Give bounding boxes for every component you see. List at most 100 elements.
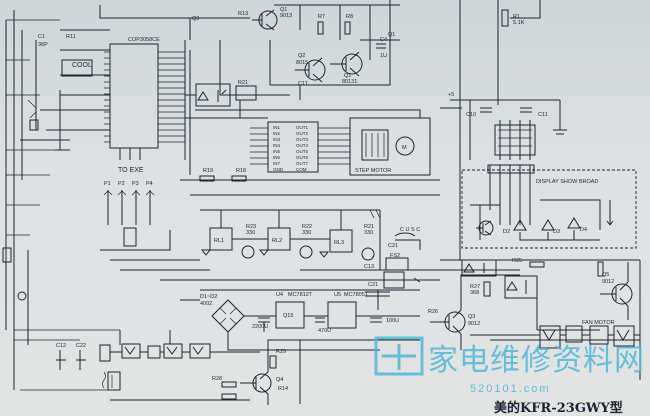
r1-label: R1 bbox=[513, 14, 520, 20]
svg-text:Q1: Q1 bbox=[388, 32, 395, 38]
svg-text:D4: D4 bbox=[580, 227, 587, 233]
r29-label: R29 bbox=[276, 349, 286, 355]
svg-text:100U: 100U bbox=[386, 318, 399, 324]
c22-label: C22 bbox=[76, 343, 86, 349]
r14-label: R14 bbox=[278, 386, 288, 392]
p4-label: P4 bbox=[146, 181, 153, 187]
r22-label: R22 bbox=[302, 224, 312, 230]
r8-label: R8 bbox=[346, 14, 353, 20]
q2-label: Q2 bbox=[298, 53, 305, 59]
q3-label: Q3 bbox=[468, 314, 475, 320]
pin-out5: OUT5 bbox=[296, 149, 308, 154]
step-motor-label: STEP MOTOR bbox=[355, 168, 391, 174]
mcu-chip: COP3058CE bbox=[104, 37, 191, 175]
r21-value: 330 bbox=[364, 230, 373, 236]
watermark-group: 家电维修资料网 520101.com bbox=[374, 336, 644, 395]
d1d2-value: 4002 bbox=[200, 301, 212, 307]
r26-label: R26 bbox=[428, 309, 438, 315]
q4-section: R29 Q4 R14 R28 bbox=[212, 339, 420, 405]
r11-label: R11 bbox=[66, 34, 76, 40]
pin-out7: OUT7 bbox=[296, 161, 308, 166]
c4-label: C4 bbox=[380, 37, 387, 43]
fs2-section: FS2 C13 C21 bbox=[360, 253, 421, 310]
fan-motor-section: Q5 9012 FAN MOTOR bbox=[470, 260, 641, 380]
r7-label: R7 bbox=[318, 14, 325, 20]
svg-text:Q15: Q15 bbox=[283, 313, 293, 319]
r1-value: 5.1K bbox=[513, 20, 525, 26]
pin-com: COM bbox=[296, 167, 307, 172]
u4-value: MC7812T bbox=[288, 292, 313, 298]
model-title: 美的KFR-23GWY型 bbox=[494, 400, 623, 416]
c4-value: 1U bbox=[380, 53, 387, 59]
q5-value: 9012 bbox=[602, 279, 614, 285]
driver-stepmotor: IN1 IN2 IN3 IN4 IN5 IN6 IN7 GND OUT1 OUT… bbox=[185, 100, 431, 176]
fan-motor-label: FAN MOTOR bbox=[582, 320, 615, 326]
watermark-url: 520101.com bbox=[470, 383, 551, 395]
transformer-section: C12 C22 bbox=[56, 330, 260, 401]
q1-top-value: 9013 bbox=[280, 13, 292, 19]
q4-label: Q4 bbox=[276, 377, 283, 383]
optocoupler-right: R25 bbox=[461, 258, 600, 331]
transistor-cluster-top: Q3 R13 Q1 9013 R7 R8 Q2 8015 C11 Q1 8013… bbox=[99, 0, 400, 100]
svg-text:D2: D2 bbox=[503, 229, 510, 235]
svg-text:+5: +5 bbox=[448, 92, 454, 98]
clock-cool-section: C1 36P COOL R11 bbox=[20, 29, 110, 151]
svg-text:D3: D3 bbox=[553, 229, 560, 235]
c12-label: C12 bbox=[56, 343, 66, 349]
c21-label: C21 bbox=[368, 282, 378, 288]
mcu-label: COP3058CE bbox=[128, 37, 160, 43]
pin-out1: OUT1 bbox=[296, 125, 308, 130]
r21-label: R21 bbox=[364, 224, 374, 230]
c1-value: 36P bbox=[38, 42, 48, 48]
svg-text:M: M bbox=[402, 145, 407, 151]
r19-label: R19 bbox=[203, 168, 213, 174]
q5-label: Q5 bbox=[602, 272, 609, 278]
c13-label: C13 bbox=[364, 264, 374, 270]
p2-label: P2 bbox=[118, 181, 125, 187]
power-supply: D1~D2 4002 Q15 U4 MC7812T U5 MC7805T 470… bbox=[180, 289, 420, 351]
d1d2-label: D1~D2 bbox=[200, 294, 217, 300]
display-board-label: DISPLAY SHOW BROAD bbox=[536, 179, 598, 185]
svg-text:2200U: 2200U bbox=[252, 324, 268, 330]
u4-label: U4 bbox=[276, 292, 283, 298]
rl1-label: RL1 bbox=[214, 238, 224, 244]
svg-text:Q3: Q3 bbox=[192, 16, 199, 22]
fs2-label: FS2 bbox=[390, 253, 400, 259]
top-optocoupler: R21 bbox=[185, 80, 270, 107]
pin-out3: OUT3 bbox=[296, 137, 308, 142]
r22-value: 330 bbox=[302, 230, 311, 236]
q2-value: 8015 bbox=[296, 60, 308, 66]
pin-in2: IN2 bbox=[273, 131, 281, 136]
q3-section: Q3 9012 R27 368 R26 bbox=[428, 259, 640, 350]
q1b-value: 80131 bbox=[342, 79, 357, 85]
q1-top-label: Q1 bbox=[280, 7, 287, 13]
r28-label: R28 bbox=[212, 376, 222, 382]
pin-out2: OUT2 bbox=[296, 131, 308, 136]
pin-in3: IN3 bbox=[273, 137, 281, 142]
pin-in7: IN7 bbox=[273, 161, 281, 166]
pin-in5: IN5 bbox=[273, 149, 281, 154]
rl2-label: RL2 bbox=[272, 238, 282, 244]
u5-value: MC7805T bbox=[344, 292, 369, 298]
cool-label: COOL bbox=[72, 62, 92, 69]
r25-label: R25 bbox=[512, 258, 522, 264]
pin-out6: OUT6 bbox=[296, 155, 308, 160]
p3-label: P3 bbox=[132, 181, 139, 187]
q1b-label: Q1 bbox=[344, 73, 351, 79]
rl3-label: RL3 bbox=[334, 240, 344, 246]
to-exe-label: TO EXE bbox=[118, 167, 144, 174]
p1-label: P1 bbox=[104, 181, 111, 187]
svg-text:368: 368 bbox=[470, 290, 479, 296]
r27-label: R27 bbox=[470, 284, 480, 290]
r23-value: 330 bbox=[246, 230, 255, 236]
c1-label: C1 bbox=[38, 34, 45, 40]
r18-label: R18 bbox=[236, 168, 246, 174]
u5-label: U5 bbox=[334, 292, 341, 298]
pin-in6: IN6 bbox=[273, 155, 281, 160]
pin-in4: IN4 bbox=[273, 143, 281, 148]
c10-label: C10 bbox=[466, 112, 476, 118]
r23-label: R23 bbox=[246, 224, 256, 230]
svg-text:R21: R21 bbox=[238, 80, 248, 86]
